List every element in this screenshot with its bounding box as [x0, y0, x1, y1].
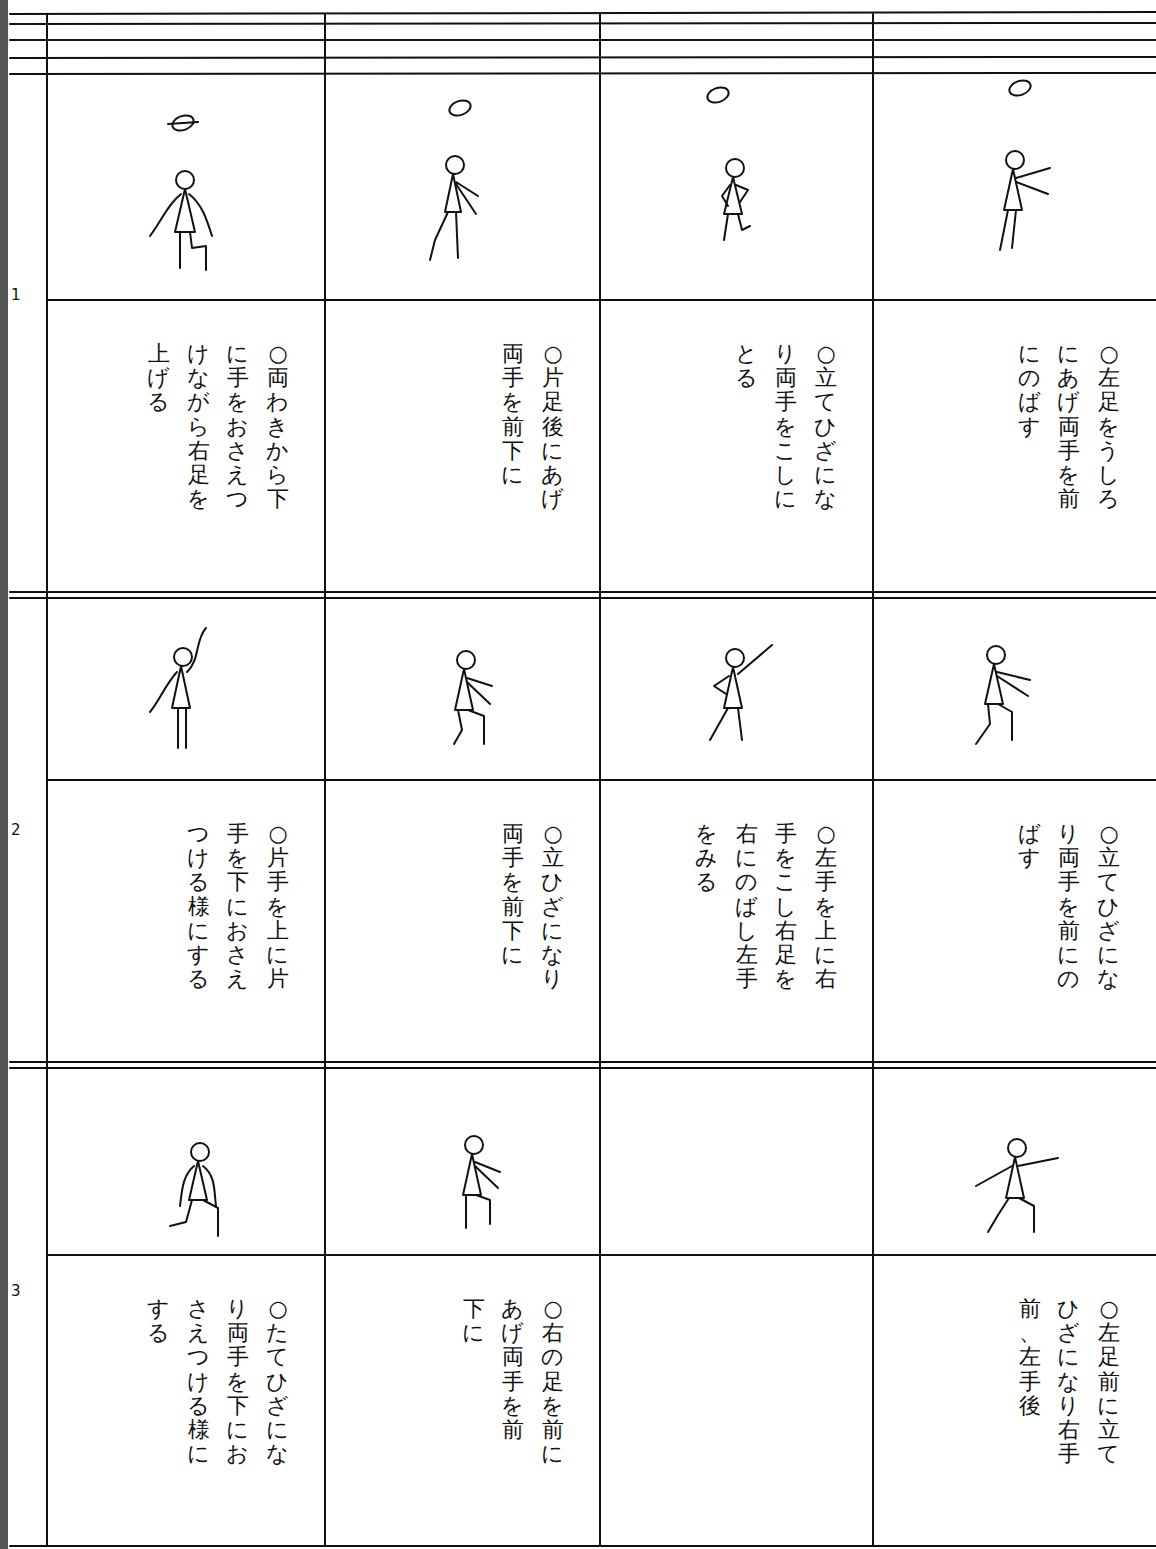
step-instruction: ○立てひざになり両手をこしにとる [617, 342, 837, 511]
step-instruction: ○たてひざになり両手を下におさえつける様にする [69, 1297, 289, 1466]
step-instruction: ○左足前に立てひざになり右手前、左手後 [900, 1297, 1120, 1466]
row-number: 2 [9, 822, 23, 839]
row-number: 1 [9, 287, 23, 304]
step-instruction: ○立ひざになり両手を前下に [344, 822, 564, 991]
step-instruction: ○右の足を前にあげ両手を前下に [344, 1297, 564, 1466]
step-instruction: ○立てひざになり両手を前にのばす [900, 822, 1120, 991]
whole-notes [168, 78, 1033, 134]
stick-figures [150, 151, 1058, 1236]
row-number: 3 [9, 1283, 23, 1300]
step-instruction: ○両わきから下に手をおさえつけながら右足を上げる [69, 342, 289, 511]
step-instruction: ○片手を上に片手を下におさえつける様にする [69, 822, 289, 991]
step-instruction: ○片足後にあげ両手を前下に [344, 342, 564, 511]
step-instruction: ○左手を上に右手をこし右足を右にのばし左手をみる [617, 822, 837, 991]
step-instruction: ○左足をうしろにあげ両手を前にのばす [900, 342, 1120, 511]
